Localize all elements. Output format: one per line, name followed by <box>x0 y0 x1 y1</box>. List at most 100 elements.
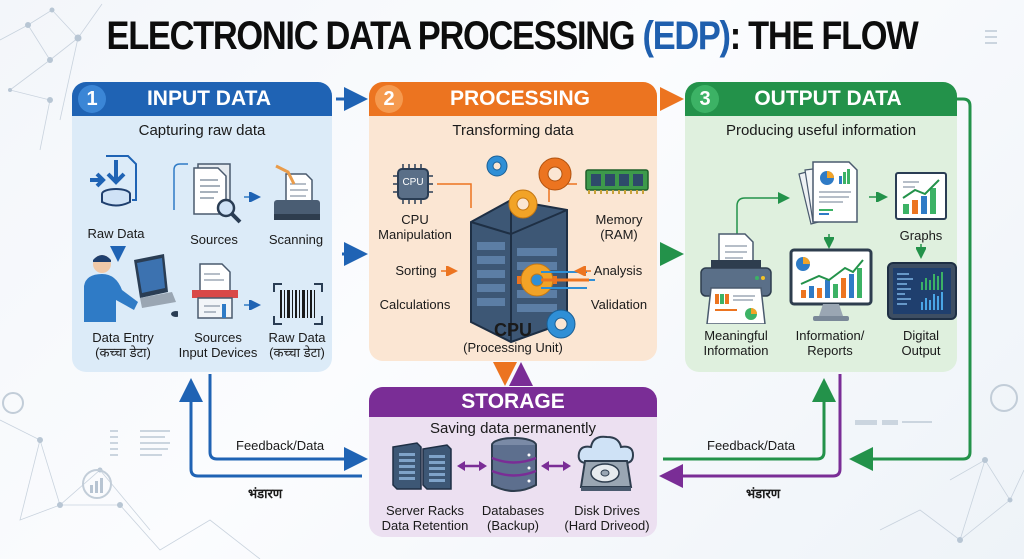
step-badge-3: 3 <box>691 85 719 113</box>
storage-panel-subtitle: Saving data permanently <box>430 420 596 437</box>
digital-output-label: Digital Output <box>891 328 951 358</box>
title-accent: (EDP) <box>642 14 731 58</box>
cpu-subtitle-label: (Processing Unit) <box>463 340 563 355</box>
gear-icon <box>538 157 572 191</box>
memory-line2: (RAM) <box>600 227 638 242</box>
reports-documents-icon <box>798 161 858 225</box>
sources-bottom-line1: Sources <box>194 330 242 345</box>
raw-data-top-label: Raw Data <box>87 226 145 241</box>
arrow-right-icon <box>441 266 458 276</box>
sorting-label: Sorting <box>395 263 437 278</box>
data-entry-label-line2: (कच्चा डेटा) <box>95 345 151 360</box>
validation-label: Validation <box>590 297 648 312</box>
cpu-chip-text: CPU <box>402 177 424 188</box>
input-panel-title: INPUT DATA <box>146 87 272 110</box>
data-entry-label-line1: Data Entry <box>92 330 154 345</box>
page-title: ELECTRONIC DATA PROCESSING (EDP): THE FL… <box>72 14 953 59</box>
cpu-manipulation-line2: Manipulation <box>378 227 452 242</box>
arrow-right-icon <box>244 300 261 310</box>
analysis-label: Analysis <box>593 263 643 278</box>
arrow-output-to-storage <box>659 374 842 488</box>
db-line1: Databases <box>481 503 545 518</box>
databases-label: Databases (Backup) <box>473 503 553 533</box>
sources-top-label: Sources <box>190 232 238 247</box>
arrow-storage-to-input <box>179 378 362 478</box>
scanner-icon <box>274 164 320 220</box>
database-icon <box>491 437 537 492</box>
information-reports-label: Information/ Reports <box>785 328 875 358</box>
server-racks-label: Server Racks Data Retention <box>375 503 475 533</box>
flow-label-left-feedback: Feedback/Data <box>236 438 325 453</box>
disk-drives-label: Disk Drives (Hard Driveod) <box>559 503 655 533</box>
step-badge-1: 1 <box>78 85 106 113</box>
input-device-printer-icon <box>192 263 238 319</box>
monitor-report-icon <box>789 248 873 321</box>
input-panel-header: 1 INPUT DATA <box>72 82 332 116</box>
processing-panel-header: 2 PROCESSING <box>369 82 657 116</box>
connector-arrow-icon <box>736 192 790 246</box>
storage-panel-title: STORAGE <box>461 390 565 413</box>
calculations-label: Calculations <box>379 297 451 312</box>
processing-panel: 2 PROCESSING Transforming data CPU CPU M… <box>369 82 657 361</box>
memory-ram-icon <box>585 169 649 194</box>
data-entry-label: Data Entry (कच्चा डेटा) <box>78 330 168 360</box>
db-line2: (Backup) <box>486 518 540 533</box>
cpu-server-tower-icon <box>437 155 595 344</box>
printer-output-icon <box>700 233 772 324</box>
storage-panel: STORAGE Saving data permanently Server R… <box>369 387 657 537</box>
cpu-manipulation-line1: CPU <box>401 212 429 227</box>
raw-data-import-icon <box>90 155 137 207</box>
servers-line1: Server Racks <box>385 503 465 518</box>
gear-icon <box>486 155 508 177</box>
graphs-chart-icon <box>895 172 947 220</box>
output-panel-header: 3 OUTPUT DATA <box>685 82 957 116</box>
cloud-disk-drive-icon <box>577 435 635 491</box>
meaningful-line2: Information <box>703 343 769 358</box>
memory-label: Memory (RAM) <box>587 212 651 242</box>
barcode-icon <box>273 283 323 325</box>
processing-panel-subtitle: Transforming data <box>452 122 574 139</box>
digital-line1: Digital <box>902 328 940 343</box>
sources-document-search-icon <box>193 163 242 224</box>
digital-line2: Output <box>901 343 941 358</box>
reports-line1: Information/ <box>795 328 865 343</box>
gear-icon <box>546 309 576 339</box>
arrow-right-icon <box>869 192 888 202</box>
title-suffix: : THE FLOW <box>729 14 919 58</box>
flow-label-left-storage: भंडारण <box>248 486 283 501</box>
disk-line2: (Hard Driveod) <box>564 518 650 533</box>
storage-panel-header: STORAGE <box>369 387 657 417</box>
data-entry-person-icon <box>84 246 178 322</box>
servers-line2: Data Retention <box>381 518 469 533</box>
output-panel-title: OUTPUT DATA <box>754 87 902 110</box>
raw-data-bottom-line1: Raw Data <box>268 330 326 345</box>
digital-tablet-icon <box>887 262 957 320</box>
step-badge-2: 2 <box>375 85 403 113</box>
raw-data-bottom-line2: (कच्चा डेटा) <box>269 345 325 360</box>
input-panel-subtitle: Capturing raw data <box>138 122 266 139</box>
bidirectional-arrow-icon <box>541 461 571 471</box>
processing-panel-title: PROCESSING <box>449 87 591 110</box>
cpu-manipulation-label: CPU Manipulation <box>375 212 455 242</box>
sources-input-devices-label: Sources Input Devices <box>178 330 258 360</box>
bidirectional-arrow-icon <box>457 461 487 471</box>
scanning-label: Scanning <box>268 232 324 247</box>
flow-label-right-storage: भंडारण <box>746 486 781 501</box>
title-prefix: ELECTRONIC DATA PROCESSING <box>106 14 643 58</box>
gear-icon <box>508 189 538 219</box>
reports-line2: Reports <box>807 343 853 358</box>
cpu-title-label: CPU <box>493 320 532 340</box>
meaningful-information-label: Meaningful Information <box>691 328 781 358</box>
raw-data-bottom-label: Raw Data (कच्चा डेटा) <box>262 330 332 360</box>
memory-line1: Memory <box>595 212 643 227</box>
sources-bottom-line2: Input Devices <box>178 345 258 360</box>
cpu-chip-icon: CPU <box>393 164 433 204</box>
output-panel-subtitle: Producing useful information <box>725 122 917 139</box>
graphs-label: Graphs <box>899 228 943 243</box>
arrow-down-icon <box>824 234 834 249</box>
arrow-right-icon <box>244 192 261 202</box>
meaningful-line1: Meaningful <box>704 328 768 343</box>
output-data-panel: 3 OUTPUT DATA Producing useful informati… <box>685 82 957 372</box>
disk-line1: Disk Drives <box>574 503 640 518</box>
connector-arrow-icon <box>173 163 188 210</box>
